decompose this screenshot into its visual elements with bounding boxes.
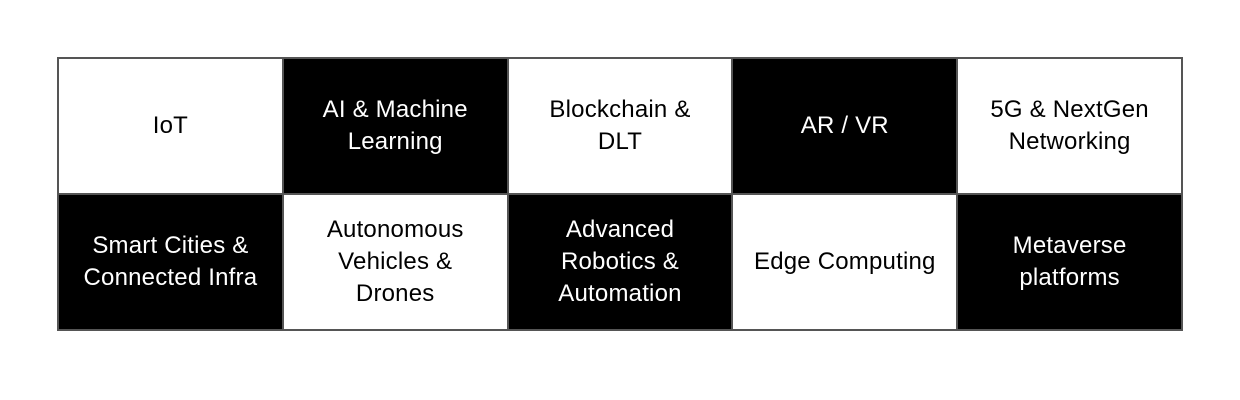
grid-cell: Autonomous Vehicles & Drones: [282, 194, 508, 330]
cell-label-ai-machine-learning: AI & Machine Learning: [322, 96, 468, 155]
cell-label-smart-cities-connected-infra: Smart Cities & Connected Infra: [83, 232, 258, 291]
cell-label-advanced-robotics-automation: Advanced Robotics & Automation: [558, 216, 682, 307]
cell-label-ar-vr: AR / VR: [800, 112, 889, 139]
cell-label-5g-nextgen-networking: 5G & NextGen Networking: [990, 96, 1149, 155]
grid-cell: Smart Cities & Connected Infra: [58, 194, 283, 330]
grid-cell: AI & Machine Learning: [282, 58, 508, 194]
grid-cell: Blockchain & DLT: [507, 58, 733, 194]
grid-cell: IoT: [58, 58, 283, 194]
grid-cell: Advanced Robotics & Automation: [507, 194, 733, 330]
cell-label-iot: IoT: [152, 112, 189, 139]
grid-cell: Edge Computing: [732, 194, 958, 330]
cell-label-autonomous-vehicles-drones: Autonomous Vehicles & Drones: [326, 216, 464, 307]
grid-cell: AR / VR: [732, 58, 958, 194]
technology-grid: IoT AI & Machine Learning Blockchain & D…: [57, 57, 1183, 331]
grid-cell: Metaverse platforms: [957, 194, 1182, 330]
grid-cell: 5G & NextGen Networking: [957, 58, 1182, 194]
cell-label-metaverse-platforms: Metaverse platforms: [1012, 232, 1127, 291]
cell-label-blockchain-dlt: Blockchain & DLT: [549, 96, 691, 155]
cell-label-edge-computing: Edge Computing: [753, 248, 936, 275]
